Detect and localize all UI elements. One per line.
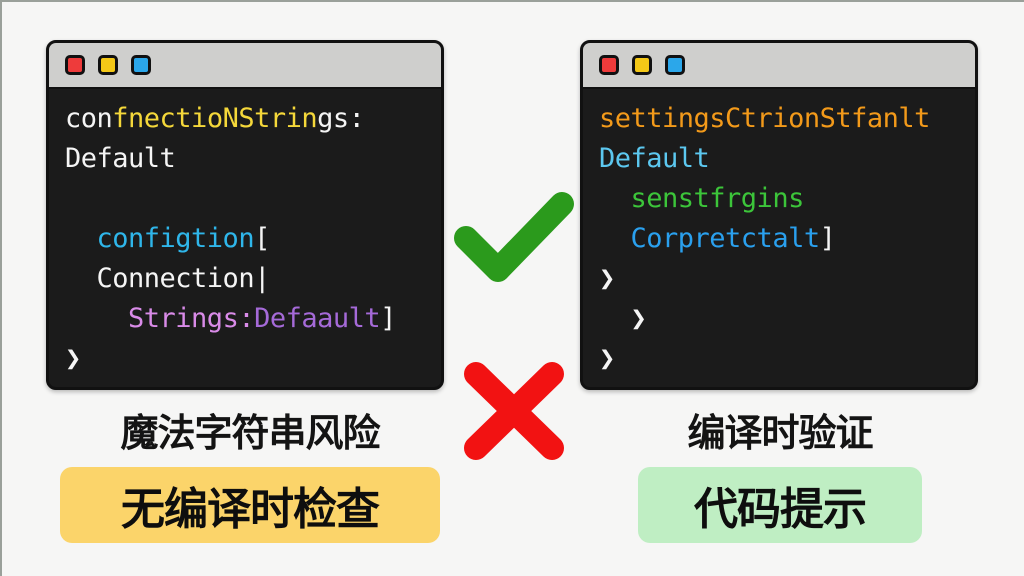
code-token: Default bbox=[65, 143, 176, 174]
code-token: Strings: bbox=[128, 303, 255, 334]
code-token: Connection| bbox=[96, 263, 271, 294]
code-token: ❯ bbox=[599, 343, 615, 374]
code-line: Default bbox=[599, 139, 975, 179]
check-icon bbox=[454, 192, 574, 282]
left-caption: 魔法字符串风险 bbox=[120, 411, 380, 455]
right-caption: 编译时验证 bbox=[687, 411, 873, 455]
cross-icon bbox=[464, 362, 564, 460]
code-line: ❯ bbox=[65, 339, 441, 379]
code-token: fnectioNStrin bbox=[112, 103, 318, 134]
code-line: confnectioNStrings: bbox=[65, 99, 441, 139]
code-token: settingsCtrionStfanlt bbox=[599, 103, 930, 134]
code-hint-badge: 代码提示 bbox=[638, 467, 922, 543]
left-window-titlebar bbox=[49, 43, 441, 89]
code-token: Defaault bbox=[254, 303, 381, 334]
code-token: ] bbox=[380, 303, 396, 334]
no-compile-check-badge: 无编译时检查 bbox=[60, 467, 440, 543]
code-token: ❯ bbox=[630, 303, 647, 334]
code-token: Default bbox=[599, 143, 710, 174]
code-line: ❯ bbox=[599, 259, 975, 299]
minimize-dot-icon[interactable] bbox=[98, 55, 118, 75]
right-window-titlebar bbox=[583, 43, 975, 89]
code-line: senstfrgins bbox=[599, 179, 975, 219]
code-token: ❯ bbox=[65, 343, 81, 374]
left-code-block: confnectioNStrings: Default configtion[ C… bbox=[49, 89, 441, 379]
code-token: ❯ bbox=[599, 263, 615, 294]
left-code-window: confnectioNStrings: Default configtion[ C… bbox=[46, 40, 444, 390]
code-line bbox=[65, 179, 441, 219]
code-token: [ bbox=[254, 223, 270, 254]
maximize-dot-icon[interactable] bbox=[131, 55, 151, 75]
code-line: settingsCtrionStfanlt bbox=[599, 99, 975, 139]
code-token: senstfrgins bbox=[630, 183, 805, 214]
code-line: ❯ bbox=[599, 339, 975, 379]
code-token: con bbox=[65, 103, 113, 134]
code-line: Corpretctalt] bbox=[599, 219, 975, 259]
code-token: ] bbox=[819, 223, 836, 254]
code-token: configtion bbox=[96, 223, 255, 254]
close-dot-icon[interactable] bbox=[599, 55, 619, 75]
minimize-dot-icon[interactable] bbox=[632, 55, 652, 75]
code-line: Strings:Defaault] bbox=[65, 299, 441, 339]
code-line: ❯ bbox=[599, 299, 975, 339]
code-line: Default bbox=[65, 139, 441, 179]
code-line: Connection| bbox=[65, 259, 441, 299]
code-line: configtion[ bbox=[65, 219, 441, 259]
maximize-dot-icon[interactable] bbox=[665, 55, 685, 75]
code-token: gs: bbox=[317, 103, 365, 134]
code-token: Corpretctalt bbox=[630, 223, 821, 254]
close-dot-icon[interactable] bbox=[65, 55, 85, 75]
